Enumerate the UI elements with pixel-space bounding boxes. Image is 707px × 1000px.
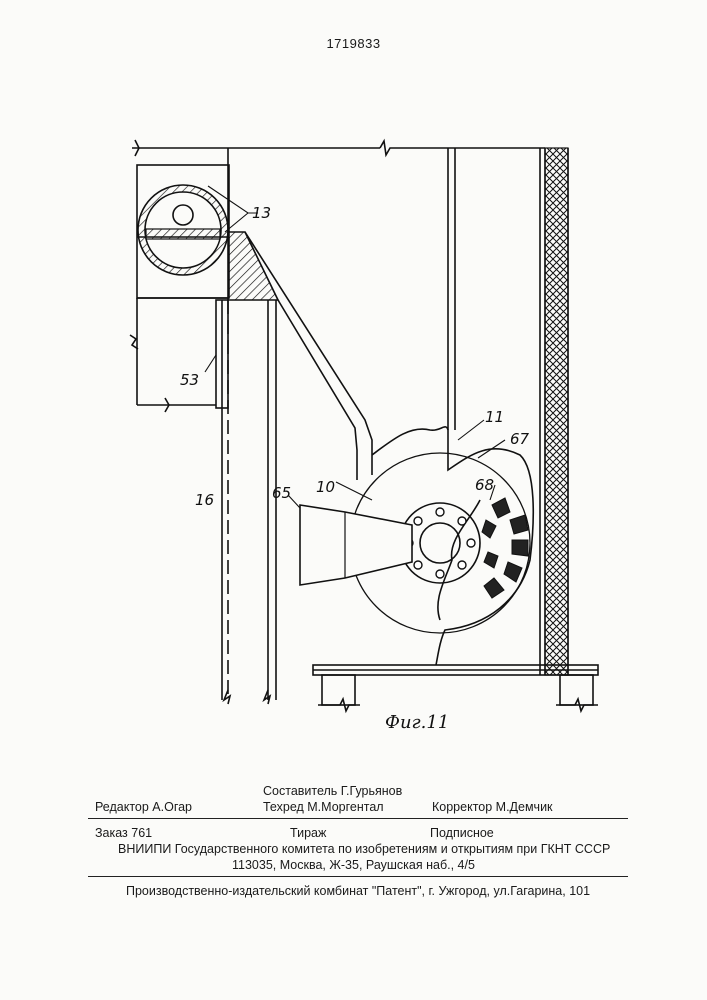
shaft-13-hub (173, 205, 193, 225)
publisher-line: Производственно-издательский комбинат "П… (126, 884, 590, 899)
editor-line: Редактор А.Огар (95, 800, 192, 815)
nozzle-65 (300, 505, 412, 585)
label-16: 16 (195, 491, 214, 509)
subscription: Подписное (430, 826, 494, 841)
technical-drawing: 13 53 16 65 10 11 67 68 Фиг.11 (0, 0, 707, 760)
colophon-rule-bottom (88, 876, 628, 877)
compiler-line: Составитель Г.Гурьянов (263, 784, 402, 799)
label-13: 13 (252, 204, 271, 222)
label-53: 53 (180, 371, 199, 389)
hub-bolt-holes (405, 508, 475, 578)
circulation: Тираж (290, 826, 326, 841)
figure-caption: Фиг.11 (385, 712, 449, 733)
address-line: 113035, Москва, Ж-35, Раушская наб., 4/5 (232, 858, 475, 873)
label-10: 10 (316, 478, 335, 496)
techred-line: Техред М.Моргентал (263, 800, 384, 815)
inclined-chute (245, 232, 372, 475)
label-65: 65 (272, 484, 291, 502)
support-bracket (228, 232, 278, 300)
institute-line: ВНИИПИ Государственного комитета по изоб… (118, 842, 610, 857)
label-11: 11 (485, 408, 504, 426)
insulated-wall (545, 148, 568, 675)
colophon-rule-top (88, 818, 628, 819)
corrector-line: Корректор М.Демчик (432, 800, 553, 815)
label-68: 68 (475, 476, 494, 494)
order-number: Заказ 761 (95, 826, 152, 841)
top-break-mark (380, 141, 545, 155)
label-67: 67 (510, 430, 530, 448)
